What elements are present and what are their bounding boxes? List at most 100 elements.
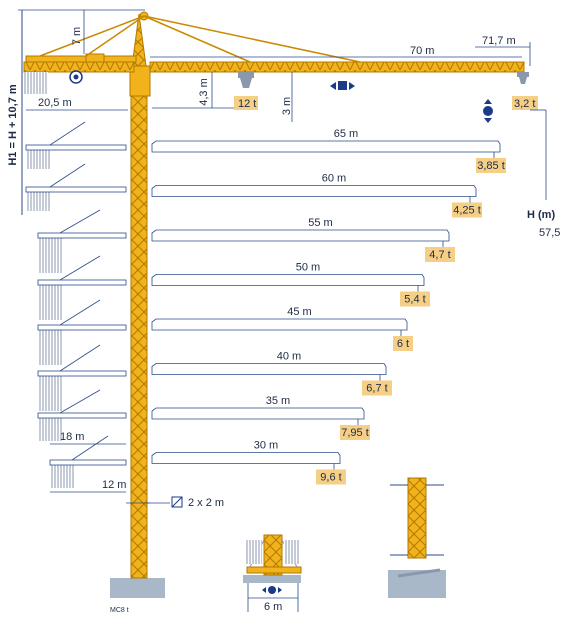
- h-title: H (m): [527, 209, 555, 221]
- anchor-plate: [397, 568, 441, 578]
- tower-mast: [130, 94, 148, 579]
- max-load-label: 12 t: [238, 98, 256, 110]
- max-load-box: [234, 96, 258, 110]
- base-mast: [263, 534, 283, 576]
- tie-7: [59, 389, 101, 414]
- ballast-top: [24, 72, 48, 94]
- trolley-icon: [338, 81, 347, 90]
- rotate-arrow-left-icon: [262, 587, 266, 593]
- tip-trolley: [517, 72, 529, 77]
- ballast-3: [38, 233, 62, 273]
- jib-config-length: 30 m: [254, 440, 278, 452]
- mast-foundation: [110, 578, 165, 598]
- jib-config-bar: [151, 318, 408, 331]
- jib-config-load: 7,95 t: [341, 427, 369, 439]
- h1-label: H1 = H + 10,7 m: [7, 84, 19, 166]
- anchor-mast: [407, 477, 427, 559]
- base-frame: [246, 566, 302, 574]
- rotate-icon: [268, 586, 276, 594]
- arrow-down-icon: [484, 118, 492, 123]
- counter-jib-4: [37, 279, 127, 286]
- tie-bar-jib-1: [143, 15, 361, 63]
- jib-config-load-box: [316, 469, 346, 485]
- jib-configurations: 65 m3,85 t60 m4,25 t55 m4,7 t50 m5,4 t45…: [151, 128, 506, 485]
- counter-jib-label: 20,5 m: [38, 97, 72, 109]
- tie-bar-counter: [39, 15, 145, 57]
- base-detail: 6 m: [243, 534, 302, 613]
- mast-section-diag: [171, 496, 183, 508]
- jib-config-bar: [151, 452, 341, 464]
- jib-config-bar: [151, 229, 450, 242]
- hoist-icon: [483, 106, 493, 116]
- jib-length-label: 70 m: [410, 45, 434, 57]
- arrow-left-icon: [330, 82, 336, 90]
- jib-config-load-box: [425, 247, 455, 262]
- ballast-6: [38, 371, 62, 411]
- jib-config-load-box: [452, 202, 482, 218]
- base-ground: [243, 575, 301, 583]
- tie-bar-counter-2: [85, 15, 145, 57]
- tie-3: [59, 209, 101, 234]
- jib-config-bar: [151, 407, 365, 420]
- base-ballast-left: [246, 540, 262, 564]
- counter-18-label: 18 m: [60, 431, 84, 443]
- counter-jib: [23, 61, 135, 73]
- tie-8: [71, 435, 109, 461]
- counter-jib-6: [37, 370, 127, 377]
- top-height-label: 7 m: [71, 27, 83, 45]
- tie-6: [59, 344, 101, 372]
- jib-config-load-box: [340, 425, 370, 440]
- jib-config-bar: [151, 274, 425, 286]
- jib-config-bar: [151, 363, 387, 375]
- tip-load-label: 3,2 t: [514, 98, 535, 110]
- counter-jib-configs: [25, 121, 127, 488]
- hook-label: 3 m: [281, 97, 293, 115]
- tie-5: [59, 299, 101, 326]
- slewing-unit: [129, 65, 151, 97]
- counter-jib-3: [37, 232, 127, 239]
- jib-config-load: 5,4 t: [404, 294, 425, 306]
- tip-load-box: [512, 96, 538, 110]
- tie-bar-jib-2: [143, 15, 251, 63]
- counter-jib-8: [49, 459, 127, 466]
- jib-config-length: 55 m: [308, 217, 332, 229]
- jib-config-load: 6,7 t: [366, 383, 387, 395]
- jib-config-length: 65 m: [334, 128, 358, 140]
- counterweight-block: [85, 53, 105, 63]
- arrow-up-icon: [484, 99, 492, 104]
- jib-config-length: 60 m: [322, 173, 346, 185]
- jib-total-label: 71,7 m: [482, 35, 516, 47]
- jib-config-bar: [151, 185, 477, 197]
- jib-config-load-box: [362, 380, 392, 396]
- rotate-arrow-right-icon: [278, 587, 282, 593]
- tie-2: [49, 163, 86, 188]
- mast-section-label: 2 x 2 m: [188, 497, 224, 509]
- jib-config-load: 3,85 t: [477, 160, 505, 172]
- hook-block: [240, 78, 252, 88]
- cab-icon-dot: [73, 74, 79, 80]
- tie-1: [49, 121, 86, 146]
- arrow-right-icon: [349, 82, 355, 90]
- jib: [149, 61, 525, 73]
- tip-hook: [519, 77, 527, 84]
- jib-config-load-box: [400, 291, 430, 307]
- jib-config-length: 50 m: [296, 262, 320, 274]
- base-ballast-right: [284, 540, 300, 564]
- jib-config-load: 4,7 t: [429, 249, 450, 261]
- h-value: 57,5: [539, 227, 560, 239]
- anchor-detail: [388, 477, 446, 598]
- jib-config-load-box: [476, 158, 506, 173]
- counter-jib-1: [25, 144, 127, 151]
- counter-jib-7: [37, 412, 127, 419]
- jib-config-load: 4,25 t: [453, 205, 481, 217]
- jib-config-load: 9,6 t: [320, 472, 341, 484]
- trolley: [238, 72, 254, 78]
- base-width-label: 6 m: [264, 601, 282, 613]
- jib-config-bar: [151, 140, 501, 153]
- model-label: MC8 t: [110, 607, 129, 614]
- jib-config-load: 6 t: [397, 338, 409, 350]
- ballast-5: [38, 325, 62, 365]
- counter-jib-2: [25, 186, 127, 193]
- jib-config-length: 35 m: [266, 395, 290, 407]
